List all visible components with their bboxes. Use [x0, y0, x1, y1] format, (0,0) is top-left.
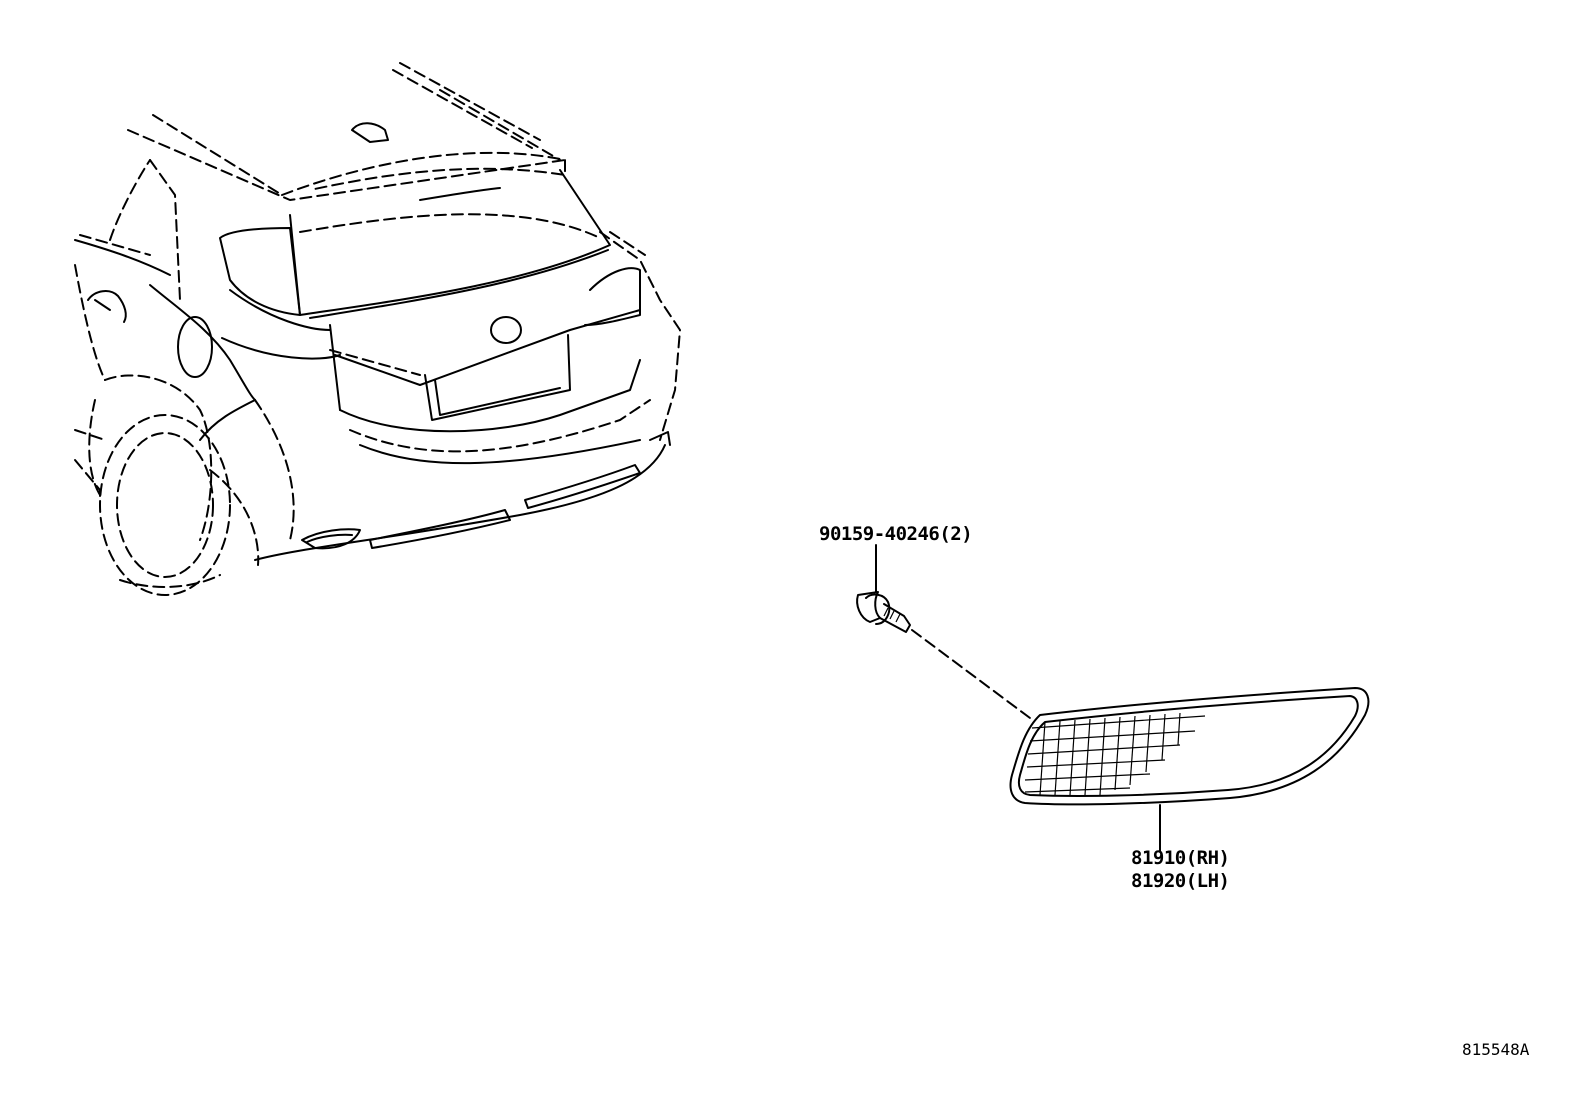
vehicle-outline: [74, 62, 681, 596]
reflector-lh-part-number-label[interactable]: 81920(LH): [1131, 870, 1230, 892]
bolt-leader-line: [911, 629, 1031, 719]
reflector-grid: [1024, 712, 1206, 796]
figure-code: 815548A: [1462, 1040, 1530, 1059]
reflector-part: [1009, 687, 1370, 853]
bolt-part: [856, 544, 911, 633]
bolt-part-number-label[interactable]: 90159-40246(2): [819, 523, 973, 545]
reflector-rh-part-number-label[interactable]: 81910(RH): [1131, 847, 1230, 869]
